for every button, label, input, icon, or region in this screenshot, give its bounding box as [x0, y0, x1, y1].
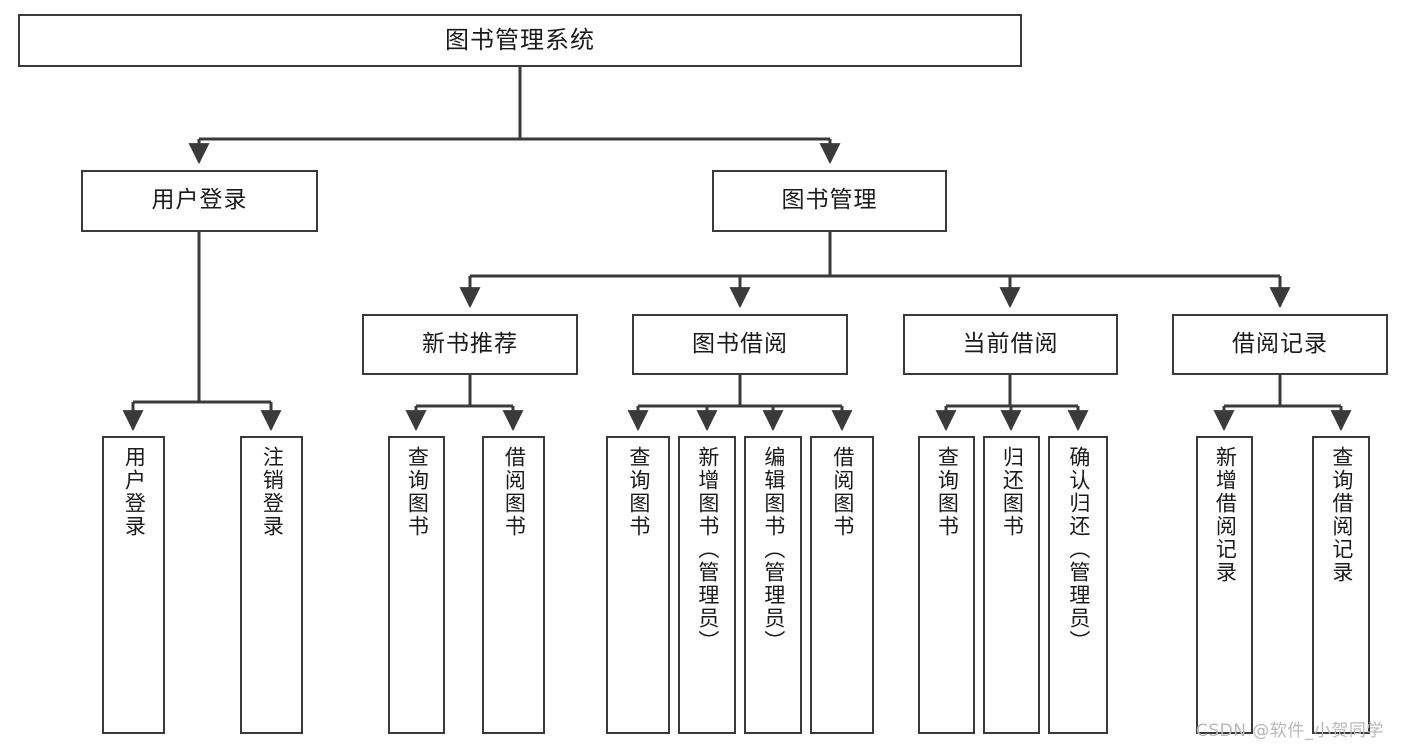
node-book-borrow-label: 图书借阅	[692, 330, 788, 357]
node-leaf-query-book-2[interactable]: 查询图书	[606, 436, 670, 734]
node-leaf-edit-book[interactable]: 编辑图书（管理员）	[744, 436, 802, 734]
node-root-label: 图书管理系统	[445, 26, 595, 55]
node-root[interactable]: 图书管理系统	[18, 14, 1022, 67]
node-leaf-user-login[interactable]: 用户登录	[102, 436, 165, 734]
node-book-borrow[interactable]: 图书借阅	[632, 314, 848, 375]
node-leaf-query-book-1[interactable]: 查询图书	[388, 436, 445, 734]
node-leaf-return-book-label: 归还图书	[1000, 446, 1025, 538]
node-leaf-query-book-3-label: 查询图书	[935, 446, 960, 538]
node-leaf-borrow-book-2[interactable]: 借阅图书	[810, 436, 874, 734]
node-leaf-confirm-return-label: 确认归还（管理员）	[1066, 446, 1091, 653]
node-leaf-borrow-book-1-label: 借阅图书	[502, 446, 527, 538]
node-user-login[interactable]: 用户登录	[81, 170, 318, 232]
node-leaf-add-record-label: 新增借阅记录	[1213, 446, 1238, 584]
node-leaf-query-book-2-label: 查询图书	[626, 446, 651, 538]
node-leaf-add-record[interactable]: 新增借阅记录	[1196, 436, 1253, 734]
node-current-borrow-label: 当前借阅	[962, 330, 1059, 357]
node-new-book-recommend-label: 新书推荐	[422, 330, 518, 357]
node-borrow-record-label: 借阅记录	[1232, 330, 1328, 357]
node-leaf-add-book-label: 新增图书（管理员）	[695, 446, 720, 653]
node-leaf-user-logout-label: 注销登录	[260, 446, 285, 538]
csdn-watermark: CSDN @软件_小贺同学	[1196, 721, 1384, 741]
node-leaf-user-logout[interactable]: 注销登录	[240, 436, 303, 734]
node-user-login-label: 用户登录	[151, 187, 248, 214]
node-leaf-query-record[interactable]: 查询借阅记录	[1312, 436, 1370, 734]
node-leaf-borrow-book-1[interactable]: 借阅图书	[482, 436, 545, 734]
node-leaf-query-book-3[interactable]: 查询图书	[918, 436, 975, 734]
node-leaf-query-book-1-label: 查询图书	[405, 446, 430, 538]
node-leaf-confirm-return[interactable]: 确认归还（管理员）	[1048, 436, 1108, 734]
node-book-manage[interactable]: 图书管理	[712, 170, 947, 232]
node-leaf-edit-book-label: 编辑图书（管理员）	[761, 446, 786, 653]
node-leaf-add-book[interactable]: 新增图书（管理员）	[678, 436, 736, 734]
node-current-borrow[interactable]: 当前借阅	[903, 314, 1118, 375]
node-book-manage-label: 图书管理	[781, 187, 878, 214]
node-new-book-recommend[interactable]: 新书推荐	[362, 314, 578, 375]
node-leaf-query-record-label: 查询借阅记录	[1329, 446, 1354, 584]
node-leaf-borrow-book-2-label: 借阅图书	[830, 446, 855, 538]
node-leaf-user-login-label: 用户登录	[122, 446, 147, 538]
node-borrow-record[interactable]: 借阅记录	[1172, 314, 1388, 375]
node-leaf-return-book[interactable]: 归还图书	[983, 436, 1040, 734]
